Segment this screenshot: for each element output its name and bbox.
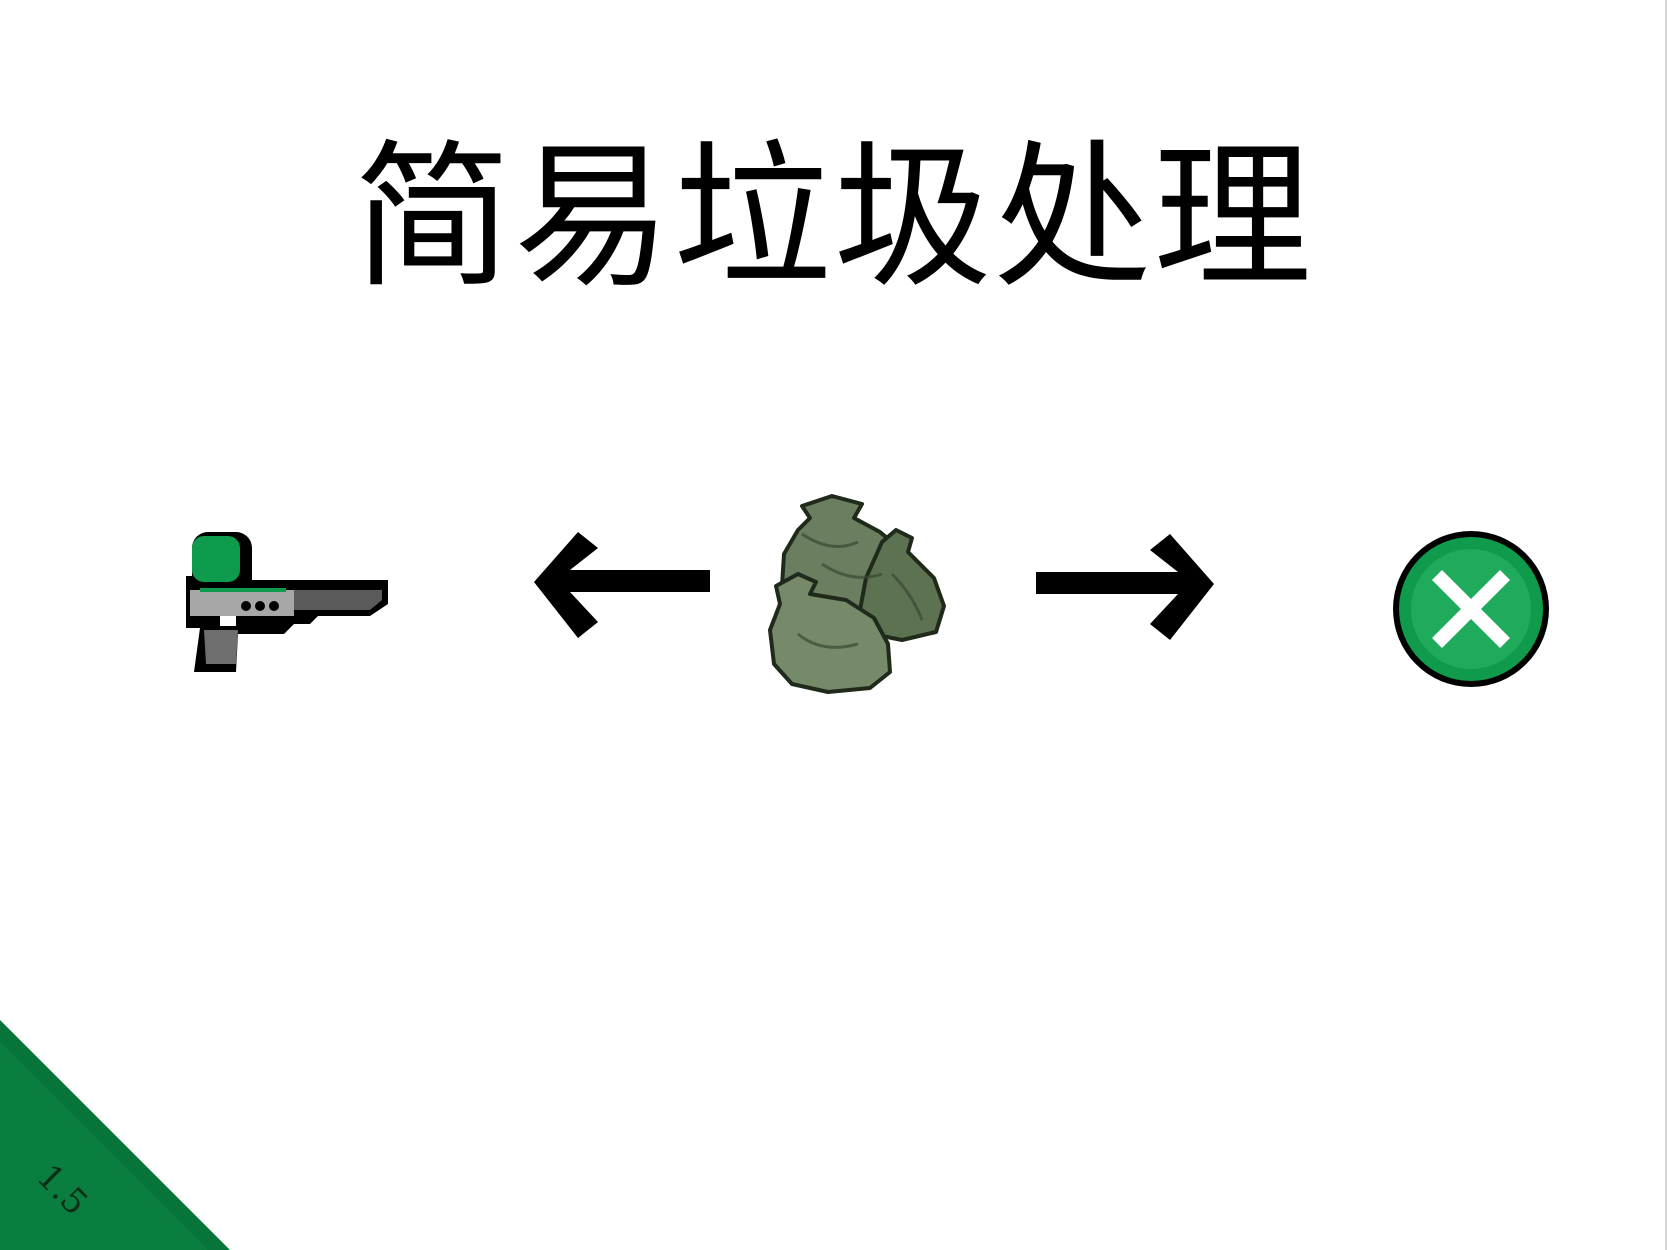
slide-title: 简易垃圾处理 (353, 126, 1314, 310)
cleaning-gun-icon (176, 524, 394, 676)
arrow-right-icon (1034, 528, 1220, 650)
cancel-x-icon (1390, 528, 1552, 690)
arrow-left-icon (528, 526, 712, 648)
trash-bags-icon (762, 494, 962, 696)
corner-decoration (0, 1020, 230, 1250)
slide-edge (1665, 0, 1667, 1250)
